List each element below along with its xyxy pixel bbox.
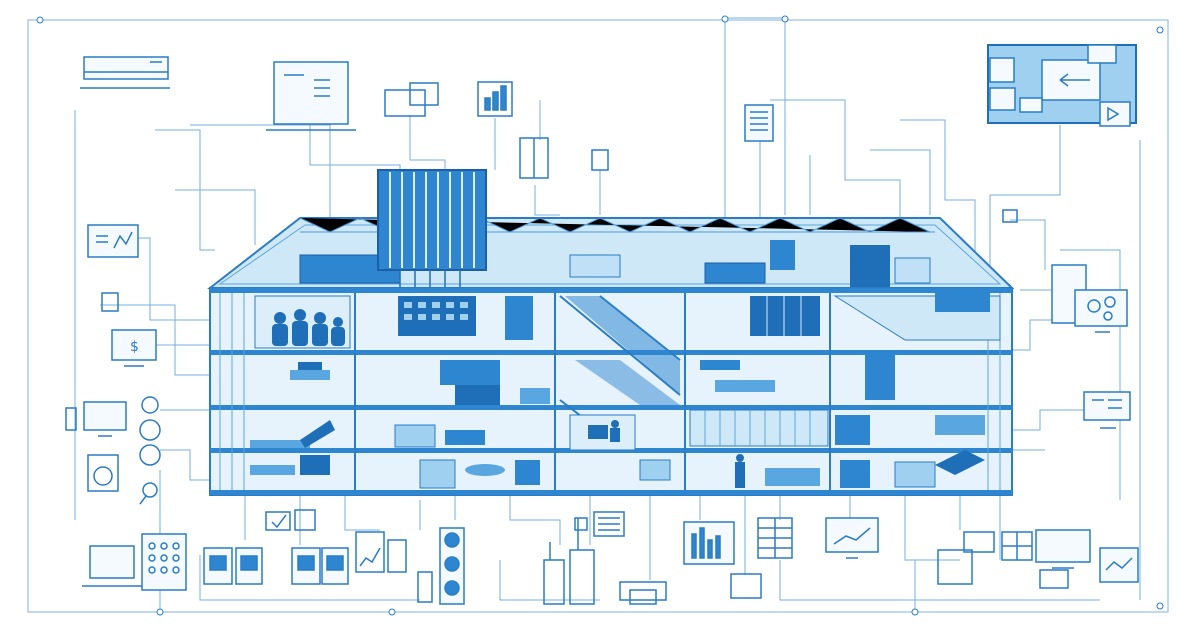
office-building-cutaway — [207, 169, 1015, 496]
monitor-icon — [83, 401, 127, 437]
magnifier-icon — [139, 482, 158, 505]
computer-icon — [825, 517, 879, 559]
document-icon — [384, 82, 439, 117]
file-cabinet-icon — [591, 149, 609, 171]
dollar-monitor-icon — [111, 329, 157, 367]
calendar-icon — [101, 292, 119, 312]
globe-icon — [139, 396, 161, 466]
outer-frame — [27, 19, 1169, 613]
chart-tablet-icon — [87, 224, 139, 258]
ventilation-shaft — [377, 169, 487, 345]
report-document-icon — [744, 104, 774, 142]
dashboard-panel-icon — [987, 44, 1137, 127]
checkmark-card-icon — [265, 509, 316, 531]
connector-nodes — [36, 15, 1164, 616]
printer-icon — [619, 581, 667, 605]
browser-window-icon — [1039, 547, 1139, 589]
camera-icon — [730, 573, 762, 599]
tablet-pair-icon — [203, 547, 349, 585]
stats-monitor-icon — [1083, 391, 1131, 429]
network-monitor-icon — [1051, 264, 1128, 333]
chart-card-icon — [477, 81, 513, 117]
grid-table-icon — [757, 517, 793, 559]
svg-text:$: $ — [130, 339, 139, 355]
bottle-rack-icon — [543, 517, 595, 605]
server-rack-icon — [80, 56, 170, 89]
gate-icon — [519, 137, 549, 179]
form-icon — [593, 511, 625, 537]
settings-window-icon — [1002, 209, 1018, 223]
speaker-stack-icon — [417, 527, 465, 605]
laptop-icon — [82, 545, 142, 587]
bar-graph-icon — [683, 521, 735, 565]
meeting-room — [254, 295, 351, 349]
blueprint-grid-icon — [937, 531, 1033, 585]
clock-panel-icon — [87, 454, 119, 492]
keypad-icon — [141, 533, 187, 591]
bar-chart-icon — [355, 531, 407, 573]
wide-monitor-icon — [1035, 529, 1091, 569]
phone-icon — [65, 407, 77, 431]
laptop-icon — [266, 61, 356, 131]
